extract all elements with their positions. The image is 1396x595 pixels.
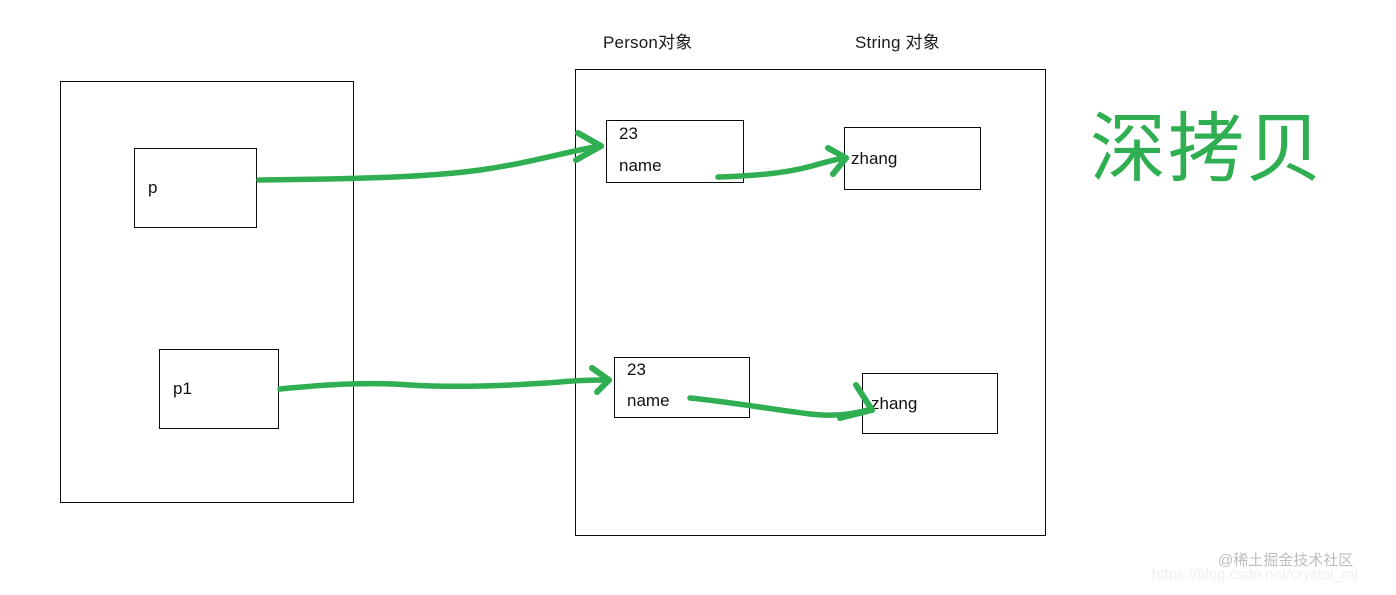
person-object-top-box: 23 name <box>606 120 744 183</box>
string-object-top-box: zhang <box>844 127 981 190</box>
heap-frame-rect <box>575 69 1046 536</box>
person-object-top-age: 23 <box>619 124 638 143</box>
person-object-bottom-box: 23 name <box>614 357 750 418</box>
header-label-string: String 对象 <box>855 33 940 52</box>
person-object-top-name: name <box>619 156 662 175</box>
string-object-bottom-box: zhang <box>862 373 998 434</box>
reference-box-p1: p1 <box>159 349 279 429</box>
string-object-top-value: zhang <box>851 149 898 168</box>
deep-copy-annotation: 深拷贝 <box>1090 107 1324 192</box>
reference-box-p: p <box>134 148 257 228</box>
stack-frame-rect <box>60 81 354 503</box>
watermark-handle: @稀土掘金技术社区 <box>1218 552 1354 569</box>
watermark-url: https://blog.csdn.net/crystal_mj <box>1152 566 1358 583</box>
string-object-bottom-value: zhang <box>871 394 918 413</box>
header-label-person: Person对象 <box>603 33 693 52</box>
reference-box-p1-label: p1 <box>173 379 192 398</box>
reference-box-p-label: p <box>148 178 158 197</box>
person-object-bottom-name: name <box>627 391 670 410</box>
person-object-bottom-age: 23 <box>627 360 646 379</box>
